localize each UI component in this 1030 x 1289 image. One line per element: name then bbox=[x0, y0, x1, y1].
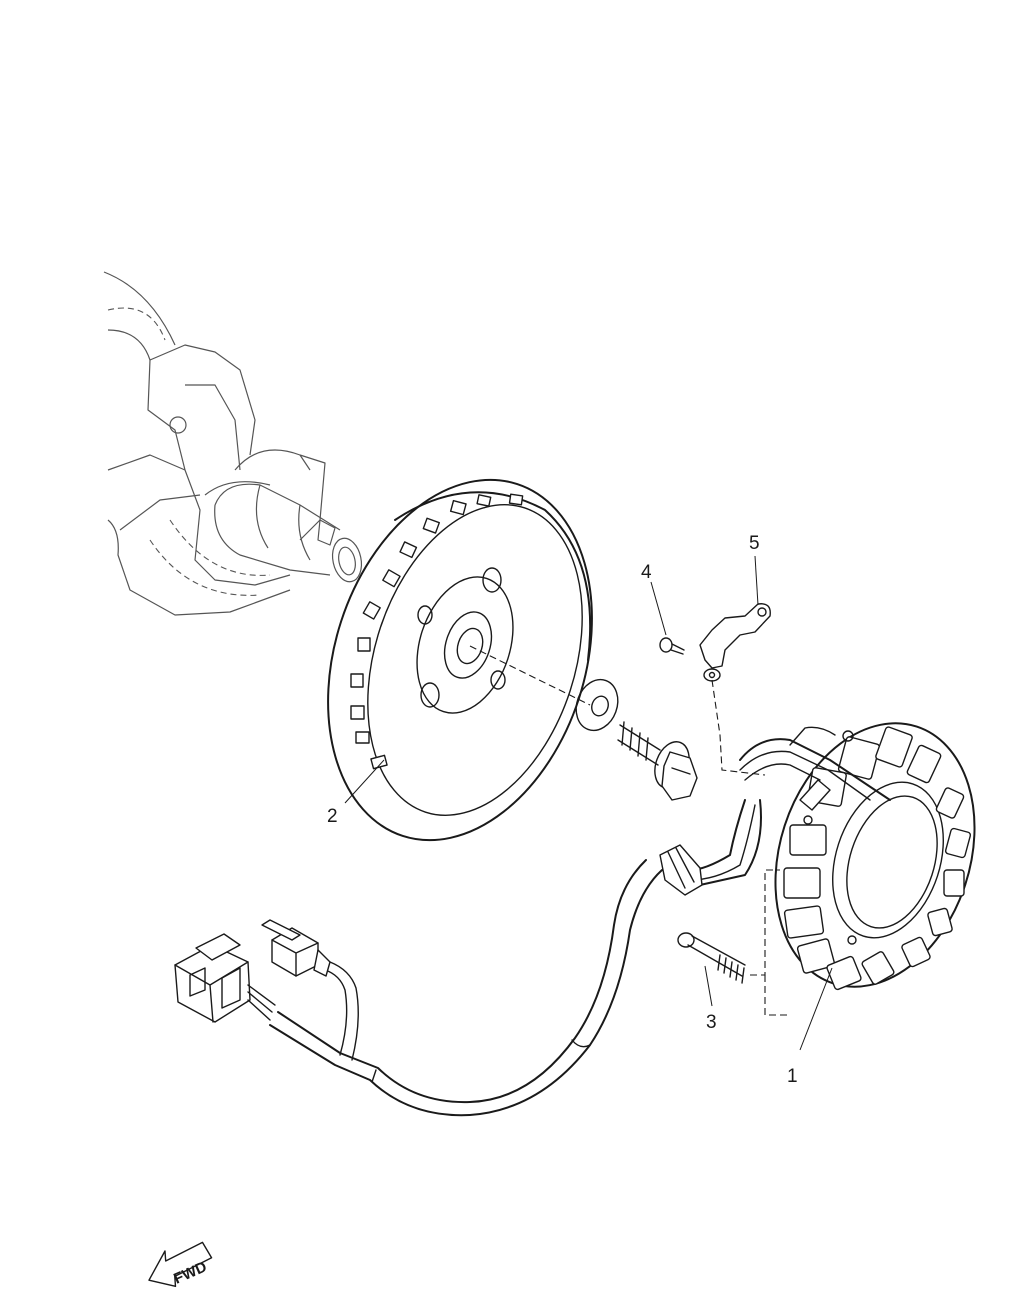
stator-bolt-part-3 bbox=[677, 932, 746, 984]
rotor-magnet-windows bbox=[350, 493, 524, 770]
leader-2 bbox=[344, 759, 385, 804]
leader-4 bbox=[650, 581, 667, 636]
stator-assembly bbox=[739, 722, 976, 991]
leader-5 bbox=[754, 555, 759, 606]
callout-2: 2 bbox=[327, 806, 338, 827]
flywheel-rotor bbox=[327, 478, 593, 842]
leader-1 bbox=[799, 967, 833, 1051]
screw-part-4 bbox=[659, 637, 685, 655]
lead-clamp-part-5 bbox=[699, 603, 771, 682]
rotor-bolt bbox=[617, 721, 698, 801]
coupler-connector-left bbox=[174, 933, 276, 1023]
wire-harness bbox=[269, 799, 762, 1117]
washer bbox=[575, 678, 619, 732]
fwd-arrow-icon: FWD bbox=[148, 1241, 213, 1288]
callout-5: 5 bbox=[749, 533, 760, 554]
assembly-axis-line bbox=[469, 645, 591, 706]
coupler-connector-right bbox=[261, 919, 331, 977]
crankshaft-ghost bbox=[103, 271, 363, 616]
bolt-guide-line-2 bbox=[764, 975, 790, 1016]
stator-coils bbox=[783, 726, 972, 991]
bolt-guide-line bbox=[750, 869, 780, 976]
callout-1: 1 bbox=[787, 1066, 798, 1087]
callout-3: 3 bbox=[706, 1012, 717, 1033]
clamp-guide-line bbox=[711, 679, 766, 776]
callout-4: 4 bbox=[641, 562, 652, 583]
leader-3 bbox=[704, 965, 713, 1007]
